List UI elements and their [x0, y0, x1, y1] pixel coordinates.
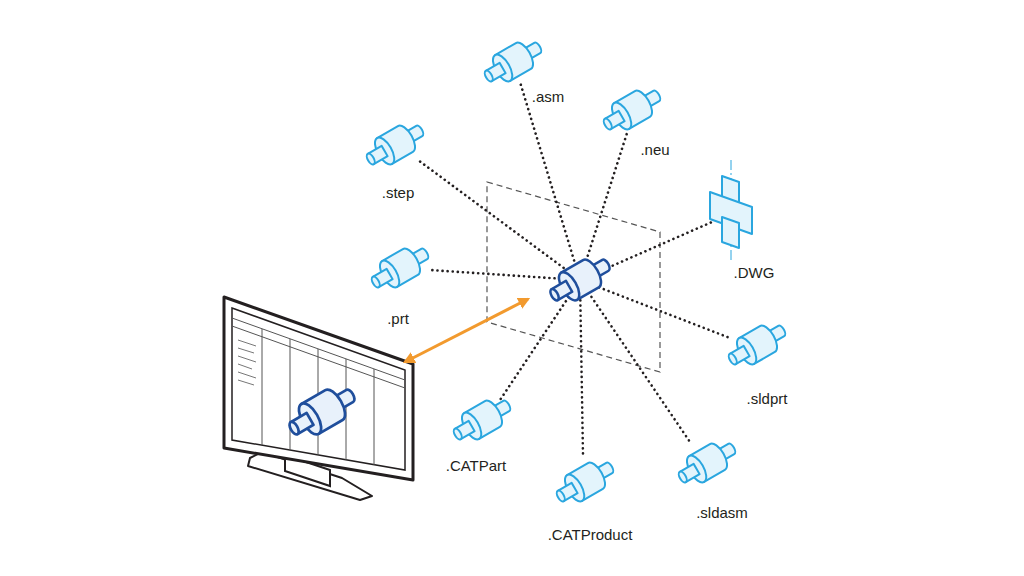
central-part — [544, 250, 616, 310]
file-extension: .DWG — [732, 264, 777, 282]
file-extension: .sldasm — [694, 504, 750, 522]
file-extension: .asm — [530, 88, 567, 106]
file-extension: .prt — [385, 310, 411, 328]
file-extension: .sldprt — [745, 390, 790, 408]
file-extension: .CATPart — [444, 457, 509, 475]
dotted-links — [418, 82, 730, 455]
file-extension: .neu — [638, 141, 671, 159]
exchange-arrow — [405, 299, 528, 362]
dwg-symbol — [710, 160, 752, 262]
part-icons — [361, 34, 792, 511]
file-extension: .step — [380, 184, 417, 202]
file-extension: .CATProduct — [546, 526, 635, 544]
dashed-plane — [487, 182, 660, 372]
monitor — [224, 297, 413, 500]
